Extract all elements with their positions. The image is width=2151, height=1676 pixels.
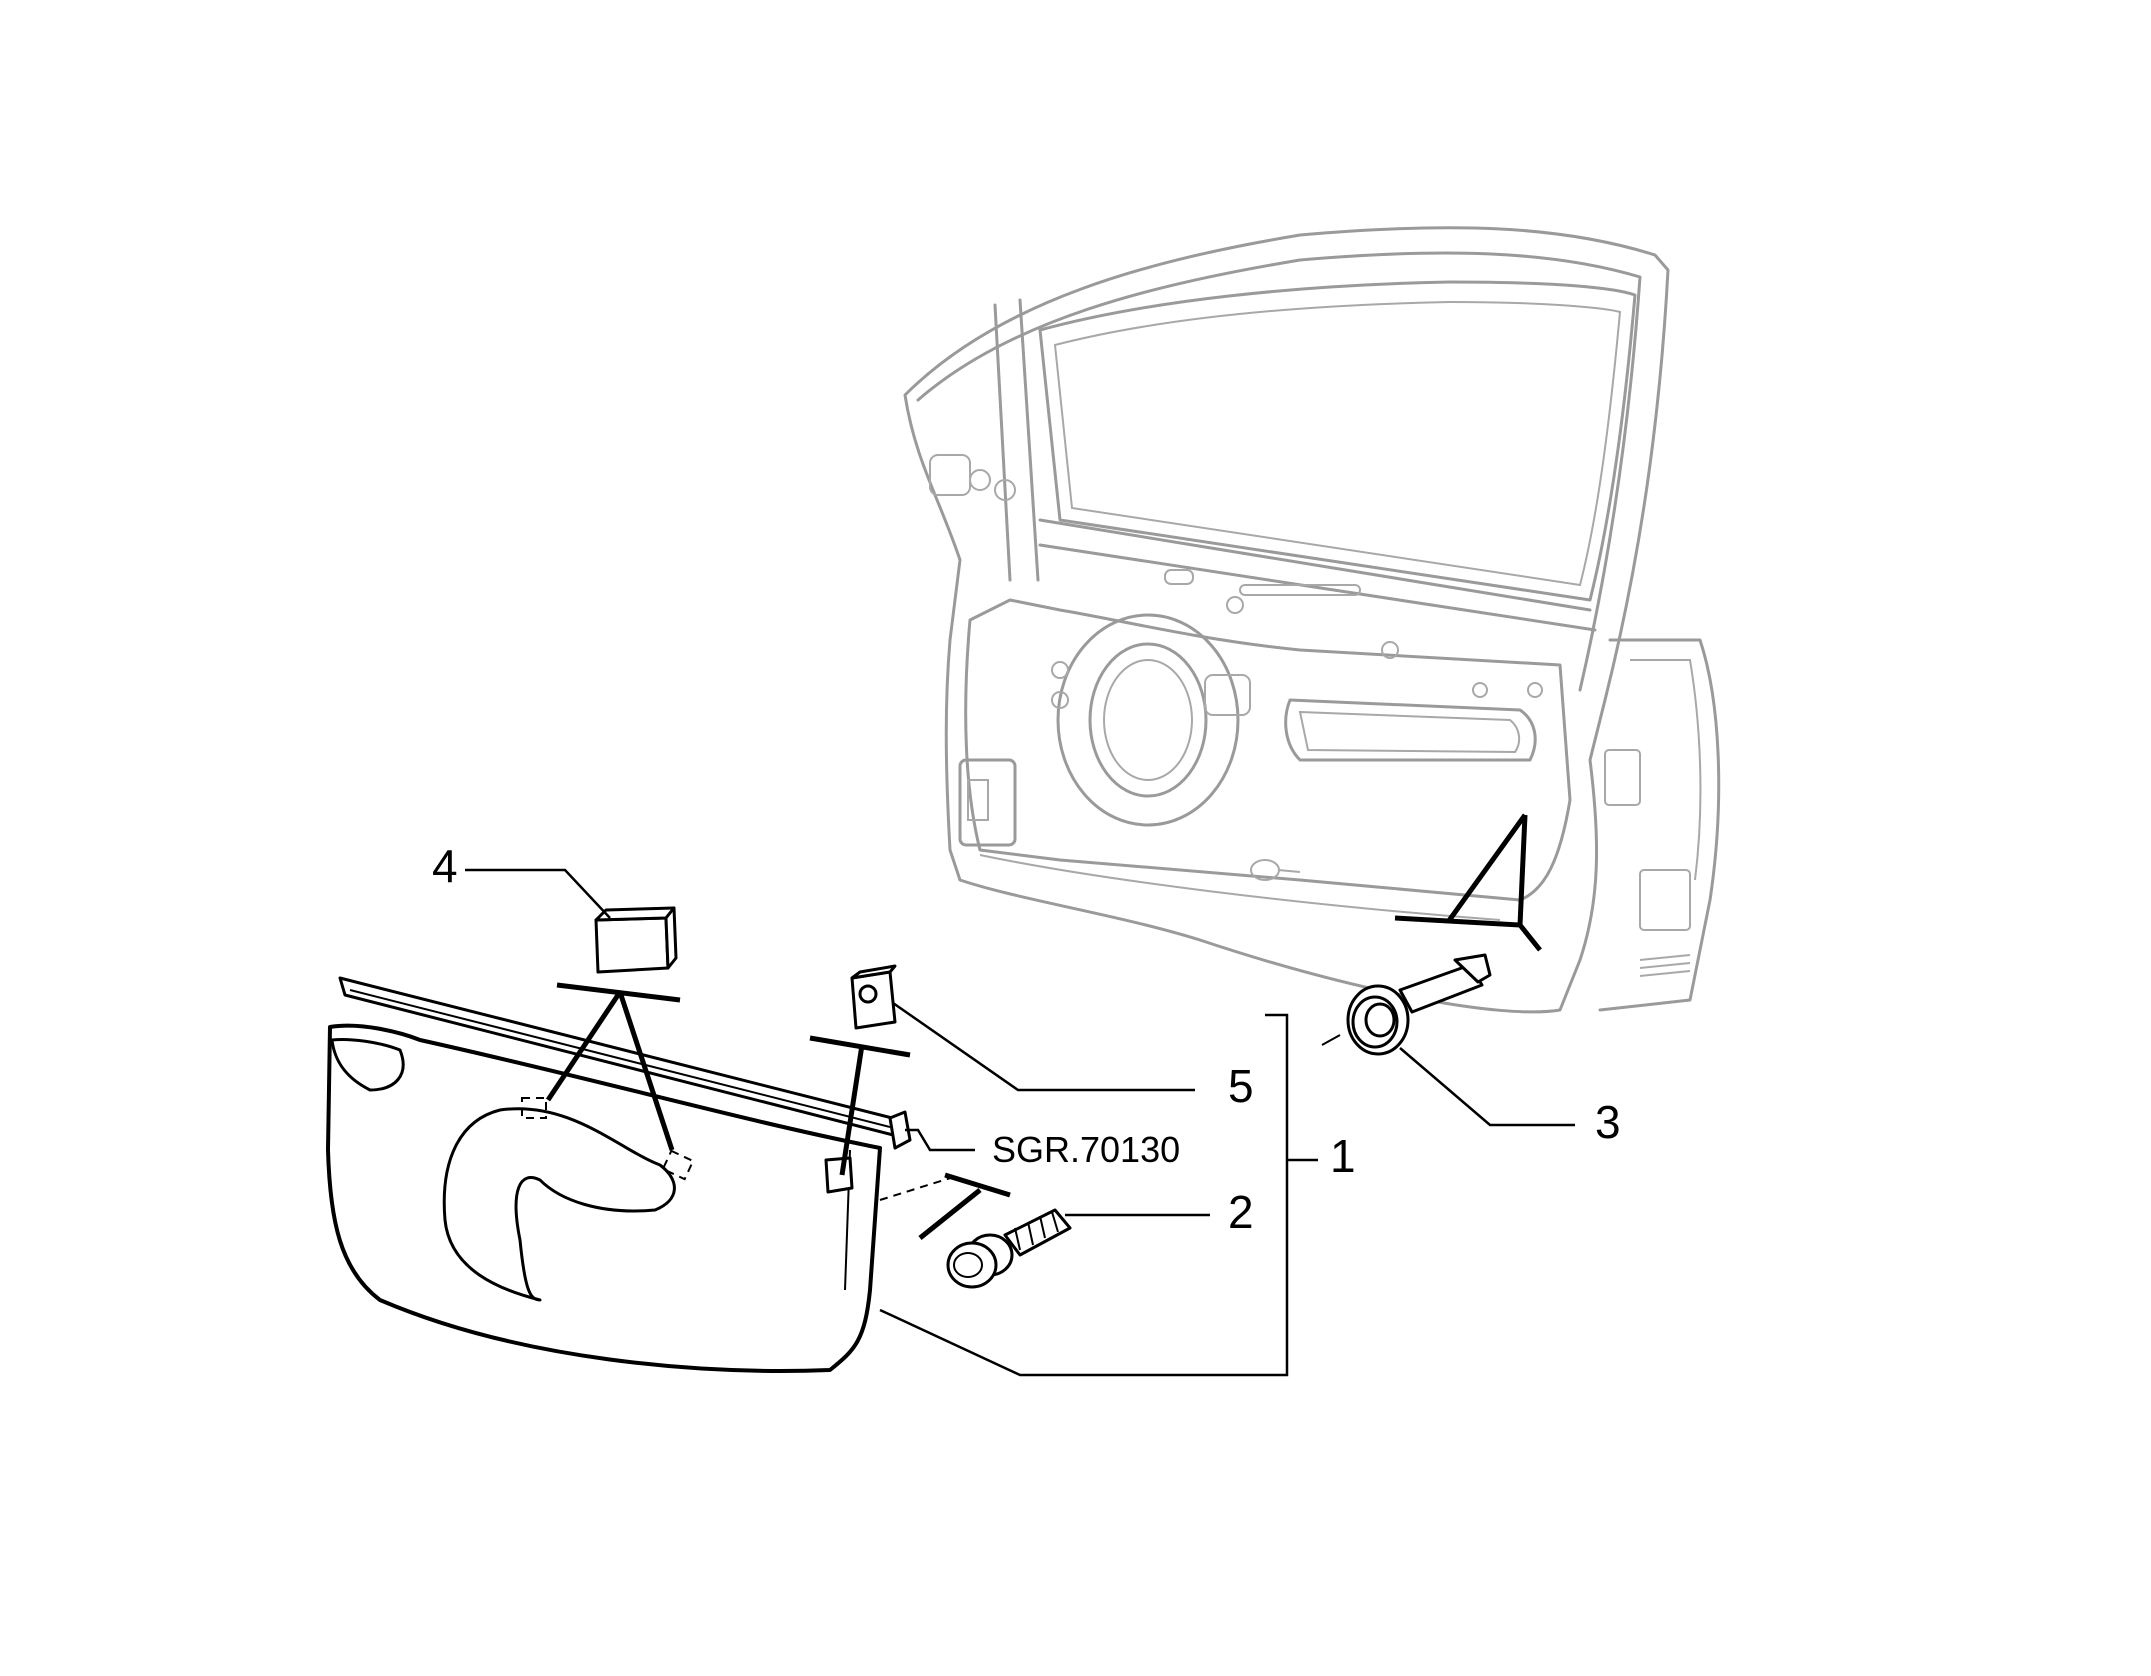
callout-item-4: 4 — [432, 840, 458, 892]
leader-reference — [905, 1128, 975, 1152]
item-3-insertion-arrow — [1394, 813, 1542, 952]
callout-item-5: 5 — [1228, 1060, 1254, 1112]
item-2-insertion-arrow — [879, 1172, 1011, 1240]
callout-item-1: 1 — [1330, 1130, 1356, 1182]
item-5-insertion-arrow — [809, 1035, 911, 1176]
item-3-part — [1321, 953, 1492, 1056]
callout-reference: SGR.70130 — [992, 1129, 1180, 1170]
item-1-door-trim-panel — [326, 976, 912, 1373]
leader-item-1 — [879, 1013, 1289, 1377]
callout-item-2: 2 — [1228, 1186, 1254, 1238]
leader-item-5 — [892, 1001, 1195, 1092]
leader-item-4 — [465, 868, 611, 919]
door-frame — [903, 226, 1721, 1014]
item-4-insertion-arrows — [545, 982, 681, 1151]
item-5-clip — [850, 964, 897, 1030]
item-4-pad — [594, 906, 678, 974]
leader-lines — [465, 868, 1575, 1377]
callout-item-3: 3 — [1595, 1096, 1621, 1148]
item-2-fastener — [946, 1208, 1072, 1289]
leader-item-3 — [1399, 1047, 1575, 1127]
